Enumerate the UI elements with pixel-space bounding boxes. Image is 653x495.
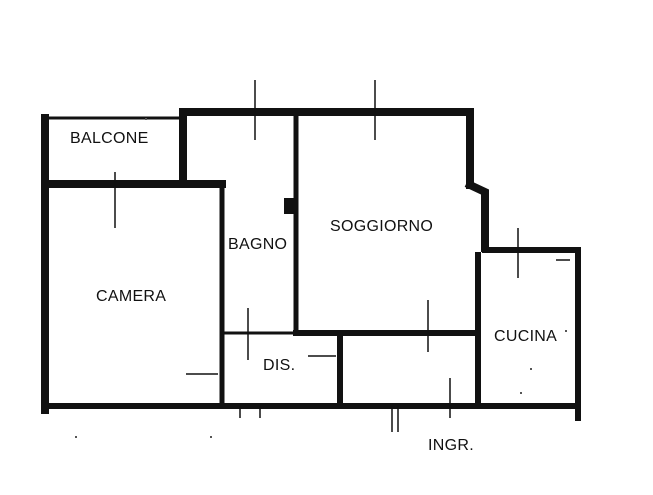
- room-label-soggiorno: SOGGIORNO: [330, 218, 434, 235]
- room-label-cucina: CUCINA: [494, 328, 558, 345]
- wall-pillar: [284, 198, 296, 214]
- room-label-bagno: BAGNO: [228, 236, 288, 253]
- room-label-camera: CAMERA: [96, 288, 167, 305]
- wall-living-right-step: [464, 179, 489, 252]
- outer-walls: [41, 108, 581, 421]
- door-ticks: [114, 80, 570, 432]
- inner-walls: [41, 109, 481, 409]
- room-label-dis: DIS.: [263, 357, 296, 374]
- room-label-balcone: BALCONE: [70, 130, 149, 147]
- scan-specks: [75, 118, 567, 438]
- room-label-ingresso: INGR.: [428, 437, 474, 454]
